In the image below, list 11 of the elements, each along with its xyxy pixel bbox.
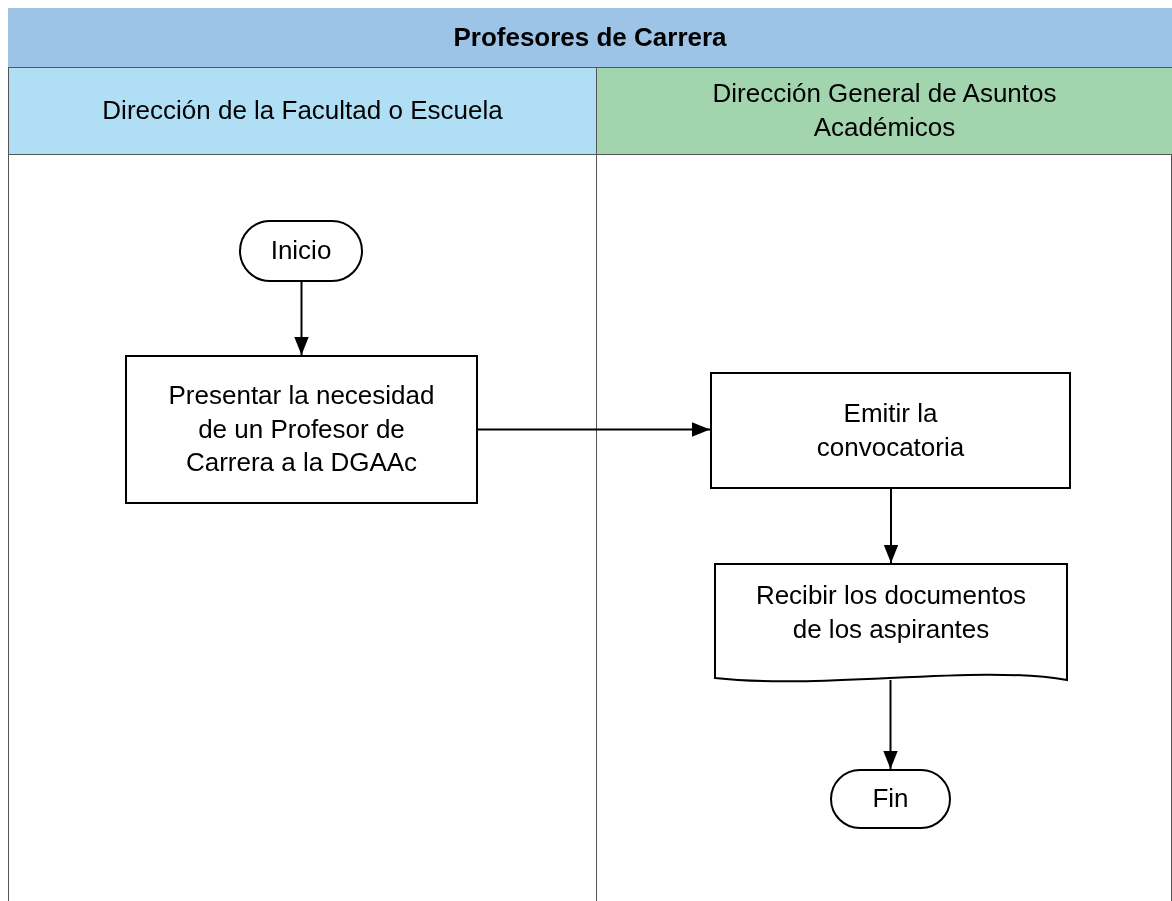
arrow [294, 281, 309, 356]
arrow [477, 422, 711, 437]
lane-header: Dirección General de Asuntos Académicos [596, 68, 1172, 155]
pool-title: Profesores de Carrera [8, 8, 1172, 68]
arrow [883, 488, 899, 564]
lane-header: Dirección de la Facultad o Escuela [8, 68, 596, 155]
arrow [883, 679, 898, 770]
terminal-pill: Fin [830, 769, 951, 829]
terminal-pill: Inicio [239, 220, 363, 282]
process-box: Presentar la necesidad de un Profesor de Carrera a la DGAAc [125, 355, 478, 504]
process-box: Emitir la convocatoria [710, 372, 1071, 489]
